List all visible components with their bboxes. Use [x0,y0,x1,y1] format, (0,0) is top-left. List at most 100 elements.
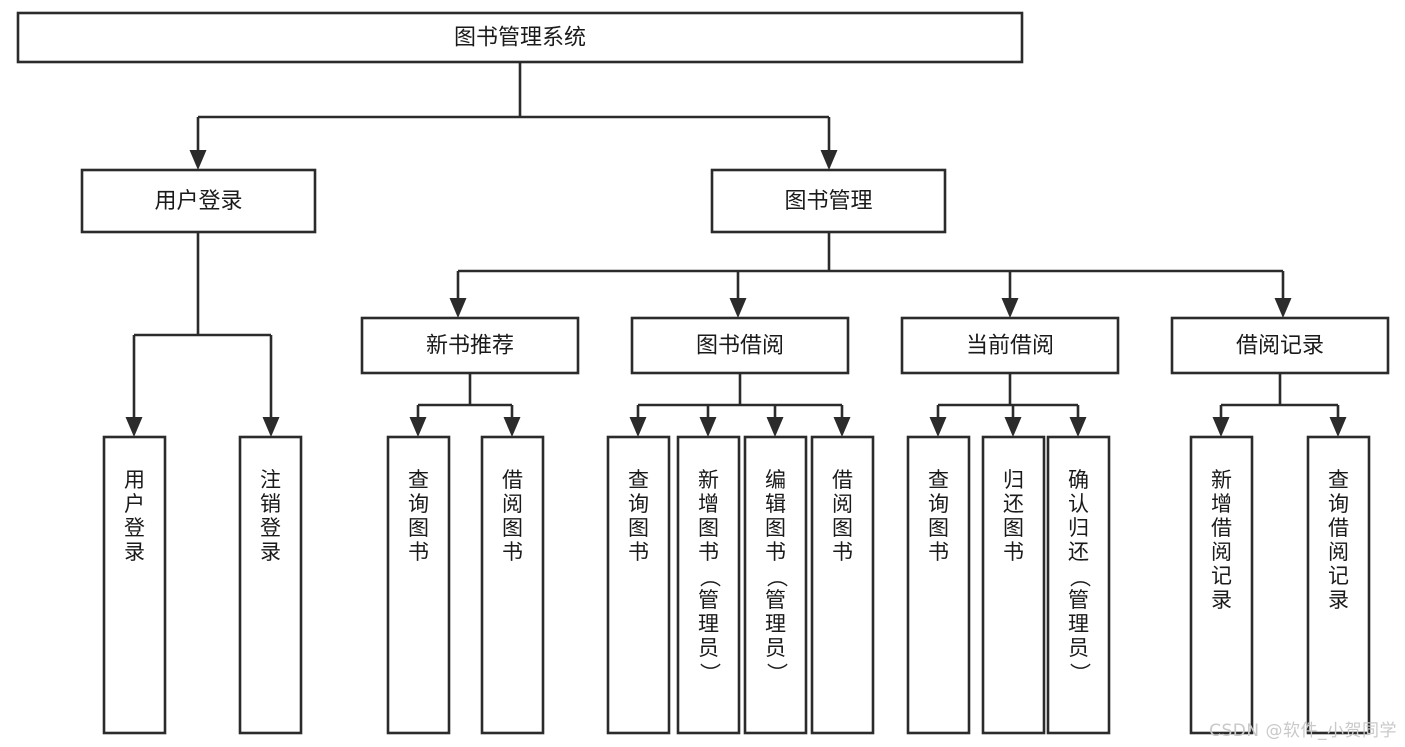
connector-book-borrow-to-leaves [629,373,851,437]
node-label-char: 查 [408,468,429,492]
node-label-char: 图 [698,516,719,540]
node-label-char: 编 [765,468,786,492]
node-box[interactable] [1306,435,1371,735]
node-label-char: （ [765,567,789,588]
node-label-char: 登 [124,516,145,540]
connector-user-login-to-leaves [125,232,280,437]
node-box[interactable] [710,168,947,234]
node-box[interactable] [102,435,167,735]
node-label-char: 书 [628,540,649,564]
node-book-borrow[interactable]: 图书借阅 [630,316,850,375]
node-box[interactable] [1189,435,1254,735]
node-label-char: 销 [260,492,281,516]
node-label-char: 员 [1068,636,1089,660]
connector-root-to-level1 [189,62,838,170]
node-label-char: 增 [698,492,719,516]
node-label-char: 书 [698,540,719,564]
node-label-char: 员 [765,636,786,660]
connector-borrow-records-to-leaves [1212,373,1347,437]
node-label: 用户登录 [154,189,242,214]
node-label-char: 书 [928,540,949,564]
node-label-char: 图 [628,516,649,540]
node-label-char: ） [1068,663,1092,684]
node-label-char: 管 [765,588,786,612]
node-label-char: 借 [502,468,523,492]
node-label-char: 管 [698,588,719,612]
node-label-char: 图 [502,516,523,540]
node-label-char: 注 [260,468,281,492]
node-box[interactable] [906,435,971,735]
node-label-char: 理 [765,612,786,636]
node-label: 图书管理系统 [454,26,586,51]
node-label-char: 书 [1003,540,1024,564]
node-label-char: 阅 [832,492,853,516]
node-label-char: 图 [928,516,949,540]
node-label-char: 录 [124,540,145,564]
node-box[interactable] [386,435,451,735]
node-label-char: 录 [1328,588,1349,612]
node-label-char: 录 [1211,588,1232,612]
node-label-char: 增 [1211,492,1232,516]
node-box[interactable] [981,435,1046,735]
node-label-char: 查 [1328,468,1349,492]
node-label-char: 询 [408,492,429,516]
node-label-char: 登 [260,516,281,540]
node-box[interactable] [360,316,580,375]
node-label-char: 辑 [765,492,786,516]
node-box[interactable] [743,435,808,735]
node-box[interactable] [238,435,303,735]
node-label: 借阅记录 [1236,334,1324,359]
node-label-char: 确 [1068,468,1089,492]
node-label-char: 还 [1003,492,1024,516]
node-book-management[interactable]: 图书管理 [710,168,947,234]
node-label-char: 记 [1211,564,1232,588]
node-label-char: 询 [628,492,649,516]
node-box[interactable] [900,316,1120,375]
node-root[interactable]: 图书管理系统 [16,11,1024,64]
node-label-char: 阅 [1328,540,1349,564]
node-label-char: 借 [1328,516,1349,540]
csdn-watermark: CSDN @软件_小贺同学 [1209,721,1397,741]
node-label-char: 用 [124,468,145,492]
node-box[interactable] [80,168,317,234]
node-label-char: 询 [928,492,949,516]
node-leaf-user-login[interactable]: 用户登录 [102,435,167,735]
node-label-char: 户 [124,492,145,516]
node-label-char: 理 [1068,612,1089,636]
node-label-char: 询 [1328,492,1349,516]
node-label-char: 认 [1068,492,1089,516]
node-label-char: 录 [260,540,281,564]
node-current-borrow[interactable]: 当前借阅 [900,316,1120,375]
node-label-char: （ [698,567,722,588]
node-box[interactable] [16,11,1024,64]
node-label-char: 借 [832,468,853,492]
node-label-char: 图 [832,516,853,540]
node-box[interactable] [1046,435,1111,735]
node-box[interactable] [1170,316,1390,375]
node-label-char: 书 [502,540,523,564]
node-box[interactable] [606,435,671,735]
node-user-login[interactable]: 用户登录 [80,168,317,234]
node-label-char: 查 [928,468,949,492]
node-new-book-recommend[interactable]: 新书推荐 [360,316,580,375]
node-box[interactable] [630,316,850,375]
node-borrow-records[interactable]: 借阅记录 [1170,316,1390,375]
node-label-char: ） [765,663,789,684]
node-label-char: 图 [408,516,429,540]
node-box[interactable] [676,435,741,735]
node-label-char: 图 [765,516,786,540]
node-box[interactable] [810,435,875,735]
node-box[interactable] [480,435,545,735]
